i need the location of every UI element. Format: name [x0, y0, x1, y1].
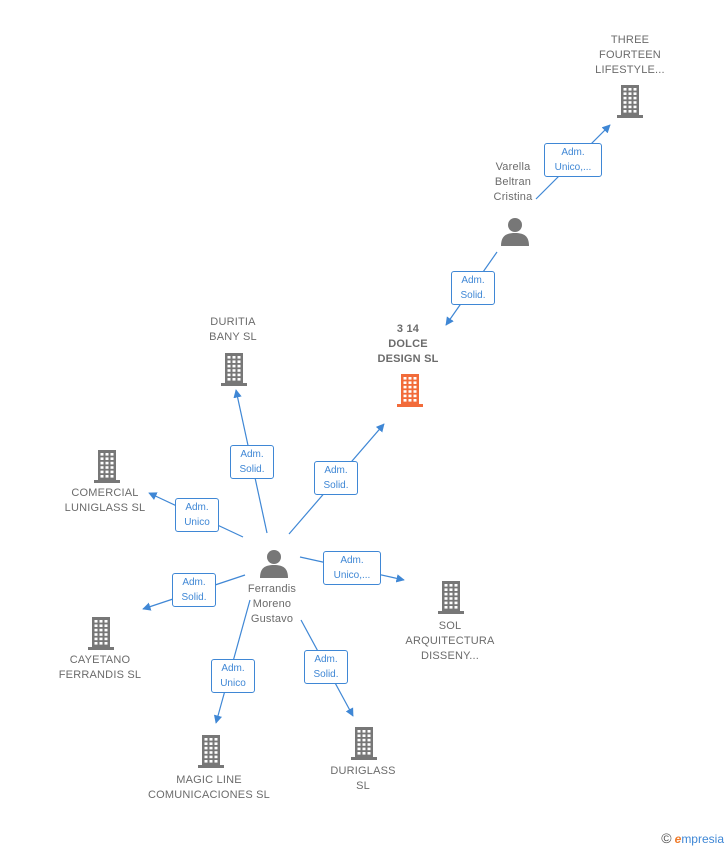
brand-name: mpresia: [681, 832, 724, 846]
person-icon-ferrandis[interactable]: [259, 549, 289, 584]
node-label-varella[interactable]: Varella Beltran Cristina: [493, 160, 533, 203]
building-icon-duritia[interactable]: [218, 352, 250, 391]
building-icon-comercial[interactable]: [91, 449, 123, 488]
edge-label-ferrandis-to-sol[interactable]: Adm. Unico,...: [323, 551, 381, 585]
edge-label-varella-to-dolce[interactable]: Adm. Solid.: [451, 271, 495, 305]
edge-label-ferrandis-to-duriglass[interactable]: Adm. Solid.: [304, 650, 348, 684]
edge-label-ferrandis-to-cayetano[interactable]: Adm. Solid.: [172, 573, 216, 607]
edge-label-ferrandis-to-duritia[interactable]: Adm. Solid.: [230, 445, 274, 479]
node-label-magic[interactable]: MAGIC LINE COMUNICACIONES SL: [148, 774, 270, 801]
edge-label-ferrandis-to-comercial[interactable]: Adm. Unico: [175, 498, 219, 532]
building-icon-three_fourteen[interactable]: [614, 84, 646, 123]
copyright-symbol: ©: [661, 830, 672, 846]
edge-label-ferrandis-to-magic[interactable]: Adm. Unico: [211, 659, 255, 693]
node-label-cayetano[interactable]: CAYETANO FERRANDIS SL: [58, 654, 142, 681]
brand-initial: e: [674, 832, 682, 846]
building-icon-cayetano[interactable]: [85, 616, 117, 655]
node-label-dolce[interactable]: 3 14 DOLCE DESIGN SL: [377, 322, 439, 365]
building-icon-sol[interactable]: [435, 580, 467, 619]
node-label-ferrandis[interactable]: Ferrandis Moreno Gustavo: [247, 582, 297, 625]
node-label-duritia[interactable]: DURITIA BANY SL: [209, 316, 257, 343]
empresia-brand[interactable]: ©empresia: [661, 830, 724, 846]
person-icon-varella[interactable]: [500, 217, 530, 252]
edge-label-varella-to-three_fourteen[interactable]: Adm. Unico,...: [544, 143, 602, 177]
node-label-comercial[interactable]: COMERCIAL LUNIGLASS SL: [64, 487, 146, 514]
building-icon-magic[interactable]: [195, 734, 227, 773]
building-icon-duriglass[interactable]: [348, 726, 380, 765]
node-label-duriglass[interactable]: DURIGLASS SL: [330, 765, 396, 792]
edge-label-ferrandis-to-dolce[interactable]: Adm. Solid.: [314, 461, 358, 495]
building-icon-dolce[interactable]: [394, 373, 426, 412]
node-label-sol[interactable]: SOL ARQUITECTURA DISSENY...: [405, 619, 495, 662]
node-label-three_fourteen[interactable]: THREE FOURTEEN LIFESTYLE...: [595, 33, 665, 76]
